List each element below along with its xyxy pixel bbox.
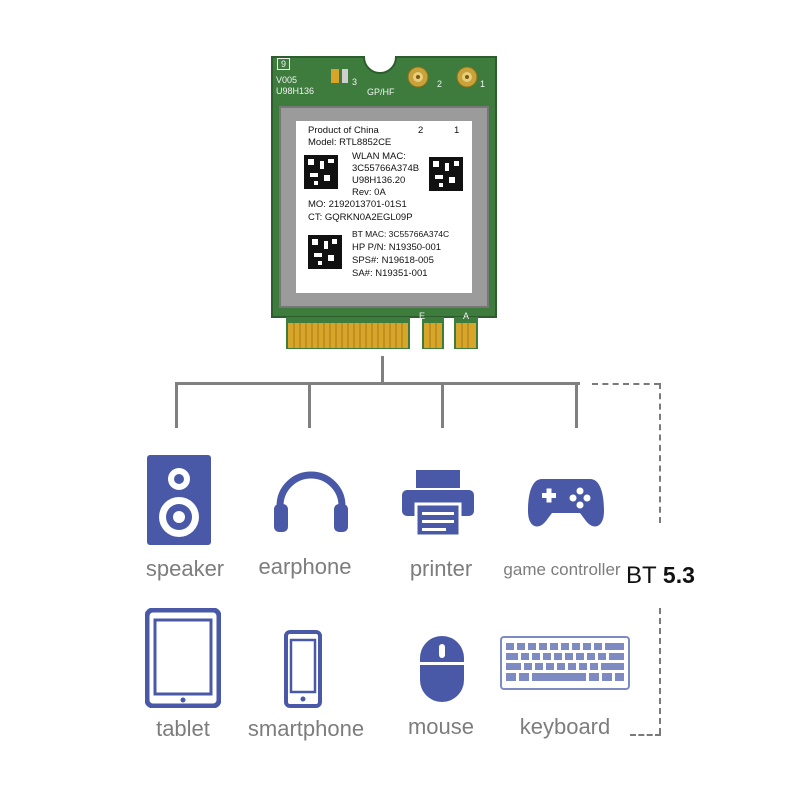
drop-line-controller <box>575 382 578 428</box>
headphones-icon <box>272 470 350 537</box>
sticker-ant2: 2 <box>418 125 424 136</box>
sticker-model: Model: RTL8852CE <box>308 137 392 148</box>
board-code-1: V005 <box>276 75 298 85</box>
bt-version-badge: BT 5.3 <box>626 562 695 590</box>
printer-label: printer <box>409 556 473 581</box>
board-box-number: 9 <box>277 58 291 70</box>
bracket-lower <box>659 608 661 734</box>
gp-hf-label: GP/HF <box>367 87 395 97</box>
smartphone-label: smartphone <box>247 716 365 741</box>
sticker-product: Product of China <box>308 125 379 136</box>
earphone-label: earphone <box>258 554 352 579</box>
branch-line <box>175 382 580 385</box>
drop-line-earphone <box>308 382 311 428</box>
sticker-hp-pn: HP P/N: N19350-001 <box>352 242 442 253</box>
sticker-sa: SA#: N19351-001 <box>352 268 428 279</box>
printer-icon <box>402 470 474 541</box>
board-code-2: U98H136 <box>276 86 315 96</box>
sticker-sps: SPS#: N19618-005 <box>352 255 434 266</box>
speaker-label: speaker <box>145 556 225 581</box>
bracket-upper <box>659 383 661 523</box>
keyboard-label: keyboard <box>519 714 611 739</box>
sticker-bt-mac: BT MAC: 3C55766A374C <box>352 229 450 239</box>
game-controller-icon <box>528 475 604 536</box>
pad-1-label: 1 <box>480 79 486 89</box>
bt-version: 5.3 <box>662 562 695 588</box>
wifi-card: 9 V005 U98H136 GP/HF 3 2 1 E A Product o… <box>268 55 500 355</box>
wifi-card-graphic <box>271 56 497 349</box>
ant-e-label: E <box>419 311 426 321</box>
sticker-rev: Rev: 0A <box>352 187 386 198</box>
tablet-icon <box>144 607 222 713</box>
game-controller-label: game controller <box>503 560 621 579</box>
mouse-icon <box>420 636 464 707</box>
pad-3-label: 3 <box>352 77 358 87</box>
bracket-top <box>592 383 660 385</box>
drop-line-speaker <box>175 382 178 428</box>
sticker-ant1: 1 <box>454 125 460 136</box>
mouse-label: mouse <box>407 714 475 739</box>
keyboard-icon <box>500 636 630 695</box>
pad-2-label: 2 <box>437 79 443 89</box>
speaker-icon <box>147 455 211 550</box>
tablet-label: tablet <box>156 716 210 741</box>
smartphone-icon <box>284 630 322 713</box>
bt-prefix: BT <box>626 562 657 589</box>
sticker-ct: CT: GQRKN0A2EGL09P <box>308 212 413 223</box>
sticker-part: U98H136.20 <box>352 175 406 186</box>
sticker-wlan-label: WLAN MAC: <box>352 151 406 162</box>
drop-line-printer <box>441 382 444 428</box>
ant-a-label: A <box>463 311 470 321</box>
sticker-wlan-mac: 3C55766A374B <box>352 163 420 174</box>
bracket-bottom <box>630 734 661 736</box>
sticker-mo: MO: 2192013701-01S1 <box>308 199 407 210</box>
trunk-line <box>381 356 384 384</box>
